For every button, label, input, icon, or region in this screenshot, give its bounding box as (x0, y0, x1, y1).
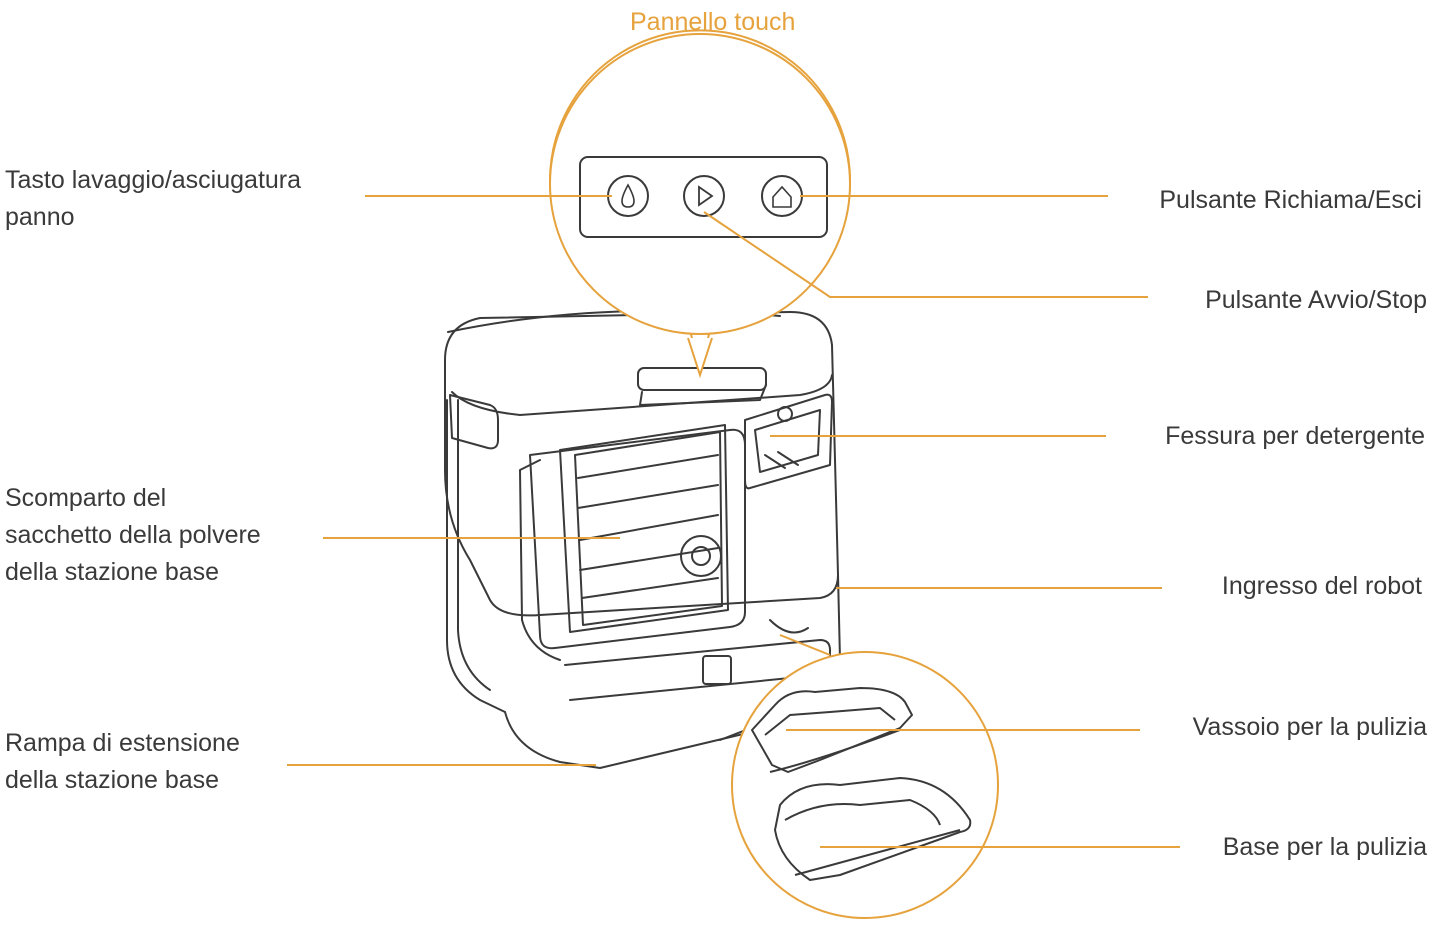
base-station (444, 309, 841, 741)
leader-start-stop (703, 211, 1148, 298)
label-recall-exit-button: Pulsante Richiama/Esci (1159, 186, 1422, 214)
cleaning-callout (731, 634, 999, 919)
touch-panel-title: Pannello touch (630, 8, 796, 36)
play-icon (683, 175, 725, 217)
label-wash-dry-button: Tasto lavaggio/asciugatura panno (5, 166, 302, 231)
label-cleaning-base: Base per la pulizia (1222, 833, 1427, 861)
ramp (504, 619, 831, 769)
label-start-stop-button: Pulsante Avvio/Stop (1205, 286, 1427, 314)
label-cleaning-tray: Vassoio per la pulizia (1192, 713, 1427, 741)
detergent-slot-drawing (744, 393, 833, 490)
touch-panel-callout (549, 29, 851, 379)
side-handle (449, 394, 499, 450)
label-dust-bag-compartment: Scomparto del sacchetto della polvere de… (5, 484, 261, 586)
cleaning-base-drawing (774, 777, 972, 881)
label-extension-ramp: Rampa di estensione della stazione base (5, 729, 240, 794)
cleaning-tray-drawing (751, 687, 913, 773)
label-robot-entrance: Ingresso del robot (1221, 572, 1422, 600)
label-detergent-slot: Fessura per detergente (1165, 422, 1425, 450)
dust-compartment (519, 424, 746, 661)
